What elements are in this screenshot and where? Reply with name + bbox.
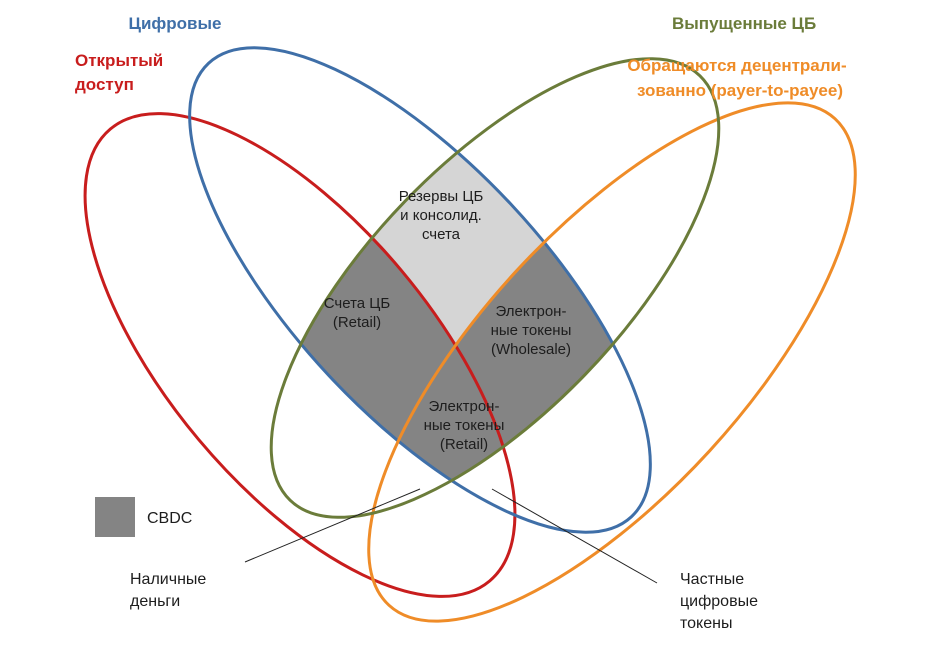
tokens-retail-label-line1: Электрон- (429, 398, 500, 415)
private-tokens-label-line2: цифровые (680, 593, 758, 610)
decentralized-label-line1: Обращаются децентрали- (627, 56, 846, 75)
cash-label-line2: деньги (130, 593, 180, 610)
cb-issued-ellipse (269, 57, 721, 519)
cb-accounts-retail-label-line2: (Retail) (333, 314, 381, 331)
cb-reserves-label-line2: и консолид. (400, 207, 482, 224)
open-access-label-line2: доступ (75, 75, 134, 94)
ellipse-outlines (83, 46, 857, 623)
tokens-retail-label-line3: (Retail) (440, 436, 488, 453)
digital-label: Цифровые (129, 14, 222, 33)
region-labels: Резервы ЦБ и консолид. счета Счета ЦБ (R… (324, 188, 572, 453)
cb-issued-label: Выпущенные ЦБ (672, 14, 816, 33)
decentralized-label-line2: зованно (payer-to-payee) (637, 81, 843, 100)
tokens-wholesale-label-line1: Электрон- (496, 303, 567, 320)
cash-pointer-line (244, 488, 421, 563)
cb-reserves-label-line3: счета (422, 226, 461, 243)
open-access-label-line1: Открытый (75, 51, 163, 70)
ellipse-titles: Цифровые Открытый доступ Выпущенные ЦБ О… (75, 14, 847, 100)
cb-reserves-label-line1: Резервы ЦБ (399, 188, 484, 205)
decentralized-ellipse (367, 101, 857, 623)
cb-accounts-retail-label-line1: Счета ЦБ (324, 295, 391, 312)
cash-label-line1: Наличные (130, 571, 206, 588)
cbdc-legend-label: CBDC (147, 510, 192, 527)
tokens-wholesale-label-line3: (Wholesale) (491, 341, 571, 358)
private-tokens-label-line3: токены (680, 615, 732, 632)
private-tokens-pointer-line (491, 488, 658, 584)
open-access-ellipse (83, 112, 517, 598)
digital-ellipse (188, 46, 652, 534)
legend: CBDC (95, 497, 192, 537)
annotation-labels: Наличные деньги Частные цифровые токены (130, 571, 758, 632)
annotation-lines (244, 488, 658, 584)
tokens-wholesale-label-line2: ные токены (491, 322, 572, 339)
tokens-retail-label-line2: ные токены (424, 417, 505, 434)
cbdc-legend-swatch (95, 497, 135, 537)
private-tokens-label-line1: Частные (680, 571, 744, 588)
